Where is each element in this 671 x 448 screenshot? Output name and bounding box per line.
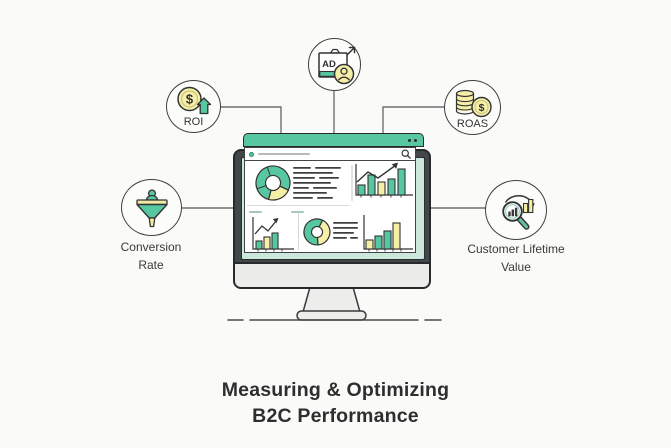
bar — [367, 174, 376, 196]
funnel-user-icon — [135, 188, 168, 227]
node-ad: AD — [308, 38, 361, 91]
node-roi: $ ROI — [166, 80, 221, 133]
monitor-chin — [235, 262, 429, 287]
bar — [383, 230, 392, 250]
window-dot — [408, 138, 411, 142]
clv-label: Customer Lifetime Value — [467, 242, 565, 274]
donut-chart-top — [255, 165, 291, 201]
trend-arrow-top — [356, 162, 398, 183]
connector-roas — [382, 106, 472, 140]
bar — [377, 181, 386, 196]
roi-coin-icon: $ — [176, 86, 211, 114]
title-line-1: Measuring & Optimizing — [221, 379, 450, 401]
conversion-rate-label: Conversion Rate — [120, 240, 182, 272]
magnifier — [502, 201, 530, 230]
page-title: Measuring & Optimizing B2C Performance — [0, 377, 671, 429]
section-dash — [291, 211, 304, 213]
user-badge — [333, 63, 354, 84]
bar — [387, 178, 396, 196]
bar-chart-small — [522, 198, 534, 214]
browser-window — [244, 147, 416, 253]
funnel-spout — [147, 216, 156, 227]
roas-label: ROAS — [456, 118, 489, 130]
search-icon[interactable] — [401, 149, 411, 159]
browser-toolbar — [245, 148, 415, 161]
bar-chart-bottom-left — [252, 217, 294, 252]
clv-magnifier-icon — [502, 195, 535, 230]
roas-coins-icon: $ — [455, 89, 492, 118]
user-shoulders — [145, 194, 158, 201]
bar-chart-top-right — [355, 164, 413, 198]
bar — [397, 168, 406, 196]
funnel-cone — [135, 203, 168, 219]
roi-label: ROI — [183, 115, 204, 128]
dollar-coin: $ — [470, 96, 492, 118]
browser-title-bar — [243, 133, 424, 147]
ad-banner-icon: AD — [317, 46, 355, 84]
dollar-sign: $ — [185, 91, 193, 106]
text-lines-top — [293, 167, 341, 199]
bar-chart-bottom-right — [363, 215, 413, 252]
coin-stack — [455, 89, 474, 115]
bar — [374, 235, 383, 250]
analytics-dashboard — [247, 162, 413, 252]
dollar-sign: $ — [478, 102, 484, 114]
ad-text: AD — [322, 59, 336, 70]
node-roas: $ ROAS — [444, 80, 501, 135]
title-line-2: B2C Performance — [252, 405, 419, 427]
bar — [365, 239, 374, 250]
bar — [255, 240, 263, 250]
section-dash — [249, 211, 262, 213]
lens-bars — [508, 207, 518, 217]
text-lines-bottom — [333, 222, 358, 239]
bar — [357, 184, 366, 196]
monitor-stand — [296, 286, 367, 321]
donut-chart-bottom — [303, 218, 331, 246]
trend-arrow-bottom — [254, 218, 279, 235]
connector-roi — [193, 106, 282, 140]
bar — [392, 222, 401, 250]
window-dot — [414, 138, 417, 142]
bar — [263, 236, 271, 250]
status-dot — [249, 151, 254, 157]
bar — [271, 232, 279, 250]
node-customer-lifetime-value — [485, 180, 547, 240]
node-conversion-rate — [121, 179, 182, 236]
url-placeholder — [258, 153, 310, 155]
up-arrow — [196, 96, 211, 114]
